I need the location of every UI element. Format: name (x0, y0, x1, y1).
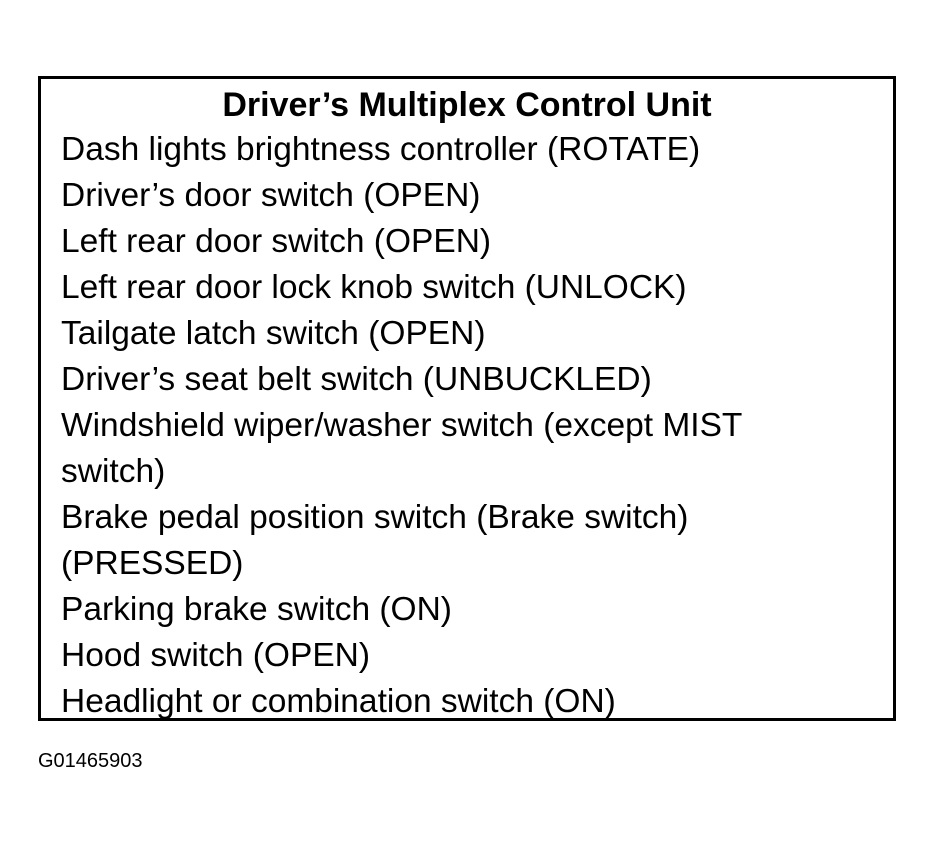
panel-title: Driver’s Multiplex Control Unit (222, 86, 712, 124)
list-item: Hood switch (OPEN) (61, 637, 371, 674)
list-item: Left rear door lock knob switch (UNLOCK) (61, 269, 687, 306)
list-item: Dash lights brightness controller (ROTAT… (61, 131, 701, 168)
list-item: (PRESSED) (61, 545, 244, 582)
list-item: Parking brake switch (ON) (61, 591, 452, 628)
list-item: Left rear door switch (OPEN) (61, 223, 492, 260)
control-unit-panel: Driver’s Multiplex Control Unit Dash lig… (38, 76, 896, 721)
list-item: Headlight or combination switch (ON) (61, 683, 616, 720)
list-item: Driver’s seat belt switch (UNBUCKLED) (61, 361, 652, 398)
list-item: Tailgate latch switch (OPEN) (61, 315, 486, 352)
figure-id: G01465903 (38, 750, 143, 772)
list-item: Brake pedal position switch (Brake switc… (61, 499, 689, 536)
list-item: Driver’s door switch (OPEN) (61, 177, 481, 214)
list-item: switch) (61, 453, 166, 490)
list-item: Windshield wiper/washer switch (except M… (61, 407, 743, 444)
switch-list: Dash lights brightness controller (ROTAT… (61, 127, 742, 725)
